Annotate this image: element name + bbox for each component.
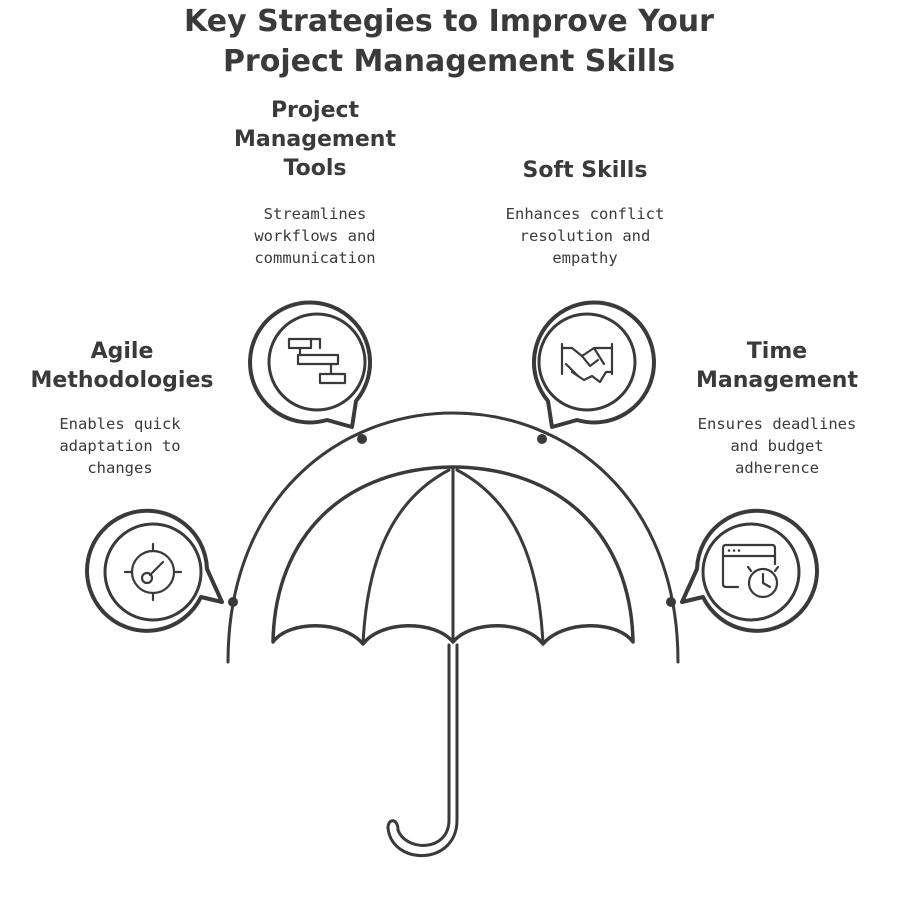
bubble-time-management: [680, 508, 819, 633]
target-gauge-icon: [123, 542, 183, 602]
diagram-title-line-1: Key Strategies to Improve Your: [184, 4, 714, 39]
strategy-description-soft-skills: Enhances conflict resolution and empathy: [505, 205, 665, 267]
connector-dot-agile: [228, 597, 238, 607]
calendar-clock-icon: [721, 543, 780, 599]
bubble-project-management-tools: [248, 300, 372, 429]
strategy-description-project-management-tools: Streamlines workflows and communication: [254, 205, 376, 267]
strategy-heading-soft-skills: Soft Skills: [522, 158, 648, 183]
connector-dot-tools: [357, 434, 367, 444]
outer-arc: [226, 411, 680, 664]
strategy-heading-time-management: Time Management: [696, 339, 858, 393]
umbrella-icon: [271, 465, 635, 858]
strategy-heading-agile-methodologies: Agile Methodologies: [30, 339, 214, 393]
diagram-title-line-2: Project Management Skills: [222, 44, 676, 79]
strategy-description-agile-methodologies: Enables quick adaptation to changes: [59, 415, 181, 477]
bubble-agile-methodologies: [85, 508, 224, 633]
strategy-heading-project-management-tools: Project Management Tools: [234, 98, 396, 181]
connector-dot-soft-skills: [537, 434, 547, 444]
bubble-soft-skills: [532, 300, 656, 429]
connector-dot-time: [666, 597, 676, 607]
gantt-chart-icon: [287, 337, 347, 385]
strategy-description-time-management: Ensures deadlines and budget adherence: [697, 415, 857, 477]
handshake-icon: [560, 342, 614, 384]
